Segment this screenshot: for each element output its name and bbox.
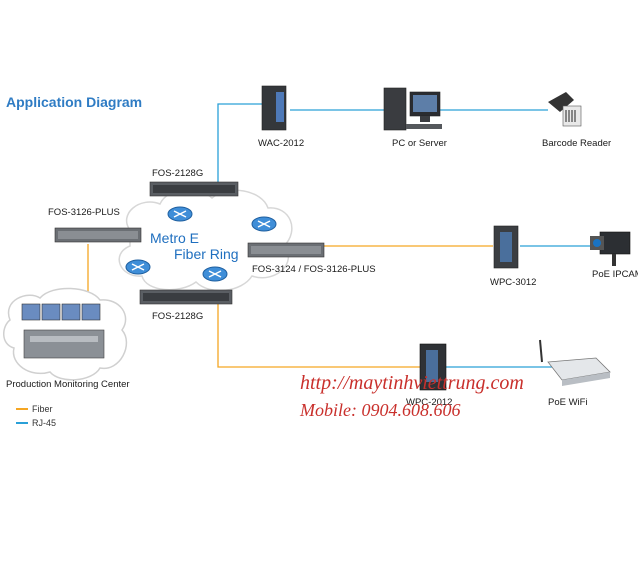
watermark-url: http://maytinhviettrung.com xyxy=(300,372,524,394)
fos-2128g-top-label: FOS-2128G xyxy=(152,168,204,179)
wac-2012-device xyxy=(261,85,287,131)
poe-wifi-label: PoE WiFi xyxy=(548,397,588,408)
pc-server-label: PC or Server xyxy=(392,138,447,149)
fos-3124-label: FOS-3124 / FOS-3126-PLUS xyxy=(252,264,376,275)
poe-wifi-device xyxy=(539,339,611,386)
ring-node-3 xyxy=(125,259,151,275)
legend-rj45: RJ-45 xyxy=(16,418,56,428)
ring-label-line1: Metro E xyxy=(150,230,200,246)
barcode-reader-label: Barcode Reader xyxy=(542,138,612,149)
legend-fiber-swatch xyxy=(16,408,28,410)
fiber-link-wpc2012 xyxy=(217,300,420,368)
fos-3124-switch xyxy=(247,242,325,258)
diagram-title: Application Diagram xyxy=(6,94,143,110)
ring-node-4 xyxy=(202,266,228,282)
watermark-mobile: Mobile: 0904.608.606 xyxy=(300,400,461,420)
production-monitoring-center xyxy=(3,287,128,381)
wpc-2012-device xyxy=(419,343,447,391)
ring-label-line2: Fiber Ring xyxy=(174,246,239,262)
legend-fiber-label: Fiber xyxy=(32,404,53,414)
fos-2128g-top-switch xyxy=(149,181,239,197)
wpc-3012-device xyxy=(493,225,519,269)
rj45-link-wac xyxy=(217,103,262,183)
legend-rj45-label: RJ-45 xyxy=(32,418,57,428)
poe-ipcam-label: PoE IPCAM xyxy=(592,269,638,280)
legend-rj45-swatch xyxy=(16,422,28,424)
wac-2012-label: WAC-2012 xyxy=(258,138,305,149)
ring-node-1 xyxy=(167,206,193,222)
connections xyxy=(87,103,600,368)
legend-fiber: Fiber xyxy=(16,404,53,414)
barcode-reader-device xyxy=(548,92,582,127)
wpc-2012-label: WPC-2012 xyxy=(406,397,453,408)
poe-ipcam-device xyxy=(590,231,631,266)
production-monitoring-label: Production Monitoring Center xyxy=(6,379,130,390)
fos-2128g-bottom-switch xyxy=(139,289,233,305)
fos-3126-plus-label: FOS-3126-PLUS xyxy=(48,207,120,218)
fos-2128g-bottom-label: FOS-2128G xyxy=(152,311,204,322)
ring-node-2 xyxy=(251,216,277,232)
pc-server-device xyxy=(383,87,442,131)
wpc-3012-label: WPC-3012 xyxy=(490,277,537,288)
fos-3126-plus-switch xyxy=(54,227,142,243)
